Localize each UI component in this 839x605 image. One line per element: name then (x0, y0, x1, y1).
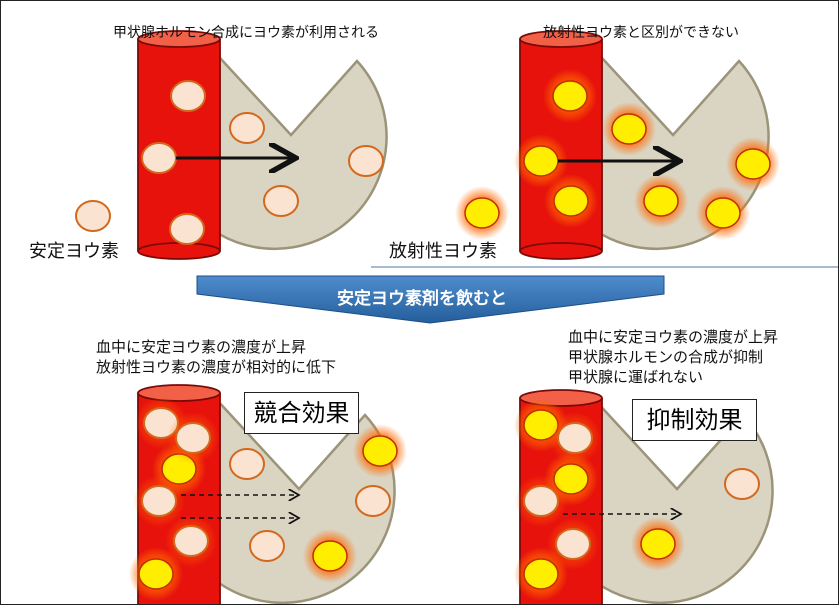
bottom-left-panel (129, 384, 407, 604)
bottom-right-line: 甲状腺ホルモンの合成が抑制 (568, 348, 764, 366)
radioactive-iodine-label: 放射性ヨウ素 (389, 241, 497, 262)
stable-iodine-particle (133, 397, 391, 567)
stable-iodine-particle (515, 412, 760, 570)
top-right-title: 放射性ヨウ素と区別ができない (543, 25, 739, 41)
radioactive-iodine-particle (129, 424, 407, 601)
top-left-panel (75, 30, 388, 260)
stable-iodine-particle (75, 80, 384, 245)
bottom-left-line: 放射性ヨウ素の濃度が相対的に低下 (96, 358, 337, 376)
top-left-title: 甲状腺ホルモン合成にヨウ素が利用される (113, 25, 379, 41)
banner-label: 安定ヨウ素剤を飲むと (337, 289, 507, 309)
banner-arrow (196, 275, 665, 324)
inhibitory-effect-box: 抑制効果 (632, 399, 757, 441)
radioactive-iodine-particle (455, 69, 780, 240)
bottom-right-line: 血中に安定ヨウ素の濃度が上昇 (568, 328, 779, 346)
bottom-right-line: 甲状腺に運ばれない (568, 368, 704, 386)
top-right-panel (455, 30, 780, 260)
bottom-left-line: 血中に安定ヨウ素の濃度が上昇 (96, 338, 307, 356)
bottom-right-panel (514, 389, 774, 604)
competitive-effect-box: 競合効果 (244, 392, 359, 434)
stable-iodine-label: 安定ヨウ素 (29, 241, 119, 262)
radioactive-iodine-particle (514, 398, 685, 601)
